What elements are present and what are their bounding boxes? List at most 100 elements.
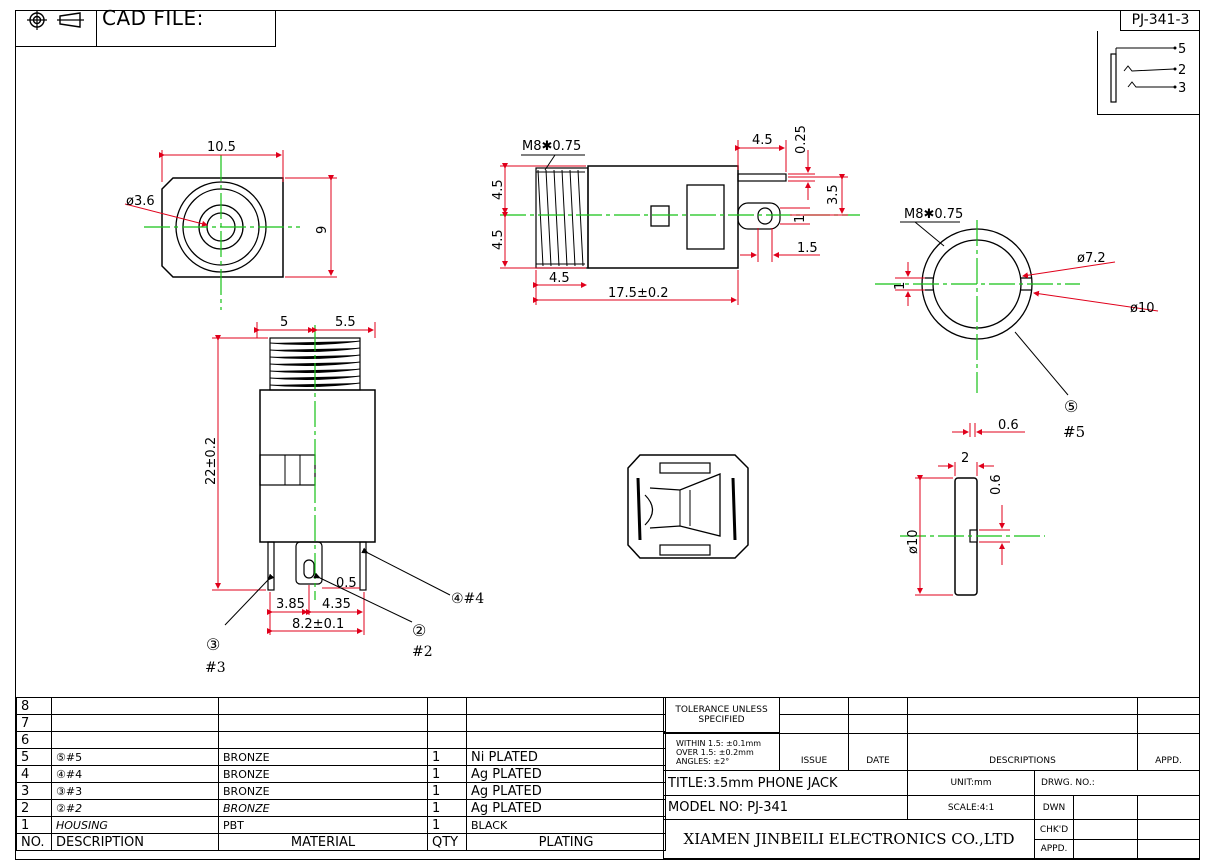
bom-qty: 1 — [427, 748, 467, 766]
dim-top-pin-right: 4.35 — [322, 597, 351, 612]
bom-no: 7 — [16, 714, 52, 732]
bom-plat: Ag PLATED — [466, 765, 666, 783]
dim-top-pin-left: 3.85 — [276, 597, 305, 612]
bom-no: 8 — [16, 697, 52, 715]
callout-5-label: #5 — [1063, 423, 1085, 441]
washer-view: 2 0.6 ø10 — [900, 451, 1045, 596]
side-view: 4.5 4.5 4.5 17.5±0.2 M8✱0.75 4.5 0.25 3.… — [491, 125, 860, 305]
dim-side-tab: 4.5 — [752, 133, 773, 148]
tb-empty — [848, 714, 908, 734]
bom-mat: PBT — [218, 816, 428, 834]
callout-2-label: #2 — [412, 644, 433, 660]
bom-header-desc: DESCRIPTION — [51, 833, 219, 851]
dim-washer-notch: 0.6 — [989, 474, 1004, 495]
top-view: 5 5.5 22±0.2 3.85 4.35 8.2±0.1 0.5 ③ #3 … — [204, 315, 484, 676]
dim-washer-width: 2 — [961, 451, 969, 466]
bom-header-qty: QTY — [427, 833, 467, 851]
bom-plat: Ag PLATED — [466, 799, 666, 817]
date-header: DATE — [848, 733, 908, 771]
part-number-box: PJ-341-3 — [1120, 11, 1200, 31]
pin-5-label: 5 — [1178, 42, 1186, 57]
dim-side-pin: 1.5 — [797, 241, 818, 256]
callout-3-label: #3 — [205, 660, 226, 676]
front-view: 10.5 9 ø3.6 — [124, 140, 337, 310]
bom-mat — [218, 731, 428, 749]
tb-empty — [1137, 697, 1200, 715]
dim-side-upper: 4.5 — [491, 179, 506, 200]
bom-plat: Ag PLATED — [466, 782, 666, 800]
appd-header: APPD. — [1137, 733, 1200, 771]
callout-5-circle: ⑤ — [1064, 397, 1078, 416]
tb-empty — [1073, 839, 1138, 859]
jack-schematic-icon: 5 2 3 — [1110, 42, 1186, 103]
pin-2-label: 2 — [1178, 63, 1186, 78]
tb-empty — [1073, 795, 1138, 820]
dim-top-pin-thk: 0.5 — [336, 576, 357, 591]
tolerance-within: WITHIN 1.5: ±0.1mm — [676, 738, 762, 748]
bom-mat: BRONZE — [218, 748, 428, 766]
dim-ring-thk: 0.6 — [998, 418, 1019, 433]
bom-qty — [427, 697, 467, 715]
unit-label: UNIT:mm — [907, 770, 1035, 796]
dim-side-slot: 1 — [793, 215, 808, 223]
tolerance-angles: ANGLES: ±2° — [676, 756, 730, 766]
bom-qty — [427, 714, 467, 732]
drawing-title: TITLE:3.5mm PHONE JACK — [663, 770, 908, 796]
bom-no: 1 — [16, 816, 52, 834]
bom-header-plat: PLATING — [466, 833, 666, 851]
bom-desc: ④#4 — [51, 765, 219, 783]
bom-mat: BRONZE — [218, 799, 428, 817]
table-row: 7 — [16, 714, 666, 732]
dim-side-tab-thk: 0.25 — [794, 125, 809, 154]
tb-empty — [907, 714, 1138, 734]
chkd-label: CHK'D — [1034, 819, 1074, 840]
bom-mat: BRONZE — [218, 765, 428, 783]
pin-3-label: 3 — [1178, 81, 1186, 96]
tb-empty — [1137, 819, 1200, 840]
cad-file-box — [16, 11, 276, 47]
tb-empty — [848, 697, 908, 715]
tolerance-label: TOLERANCE UNLESS SPECIFIED — [663, 697, 780, 733]
tb-empty — [1137, 839, 1200, 859]
company-name: XIAMEN JINBEILI ELECTRONICS CO.,LTD — [663, 819, 1035, 859]
bom-qty: 1 — [427, 782, 467, 800]
bom-desc — [51, 714, 219, 732]
tb-empty — [907, 697, 1138, 715]
dim-front-height: 9 — [315, 226, 330, 234]
bom-desc — [51, 731, 219, 749]
dim-side-total: 17.5±0.2 — [608, 286, 669, 301]
cad-file-label: CAD FILE: — [102, 6, 204, 30]
dim-top-height: 22±0.2 — [204, 437, 219, 485]
dim-top-right: 5.5 — [335, 315, 356, 330]
bom-desc: ⑤#5 — [51, 748, 219, 766]
tb-empty — [1137, 714, 1200, 734]
issue-header: ISSUE — [779, 733, 849, 771]
bom-qty: 1 — [427, 799, 467, 817]
bom-no: 4 — [16, 765, 52, 783]
callout-4: ④#4 — [451, 591, 484, 607]
dim-side-height: 3.5 — [826, 184, 841, 205]
bom-plat: Ni PLATED — [466, 748, 666, 766]
bom-no: 3 — [16, 782, 52, 800]
appd2-label: APPD. — [1034, 839, 1074, 859]
bom-no: 5 — [16, 748, 52, 766]
bom-plat — [466, 731, 666, 749]
cutaway-view — [627, 454, 749, 559]
bom-qty: 1 — [427, 816, 467, 834]
dim-ring-thread: M8✱0.75 — [904, 207, 963, 222]
bom-plat — [466, 697, 666, 715]
callout-2-circle: ② — [412, 621, 426, 640]
bom-desc: ③#3 — [51, 782, 219, 800]
tb-empty — [1073, 819, 1138, 840]
bom-qty: 1 — [427, 765, 467, 783]
dim-ring-inner: ø7.2 — [1077, 251, 1106, 266]
drawing-frame — [15, 10, 1200, 860]
table-row: 8 — [16, 697, 666, 715]
descriptions-header: DESCRIPTIONS — [907, 733, 1138, 771]
dim-front-hole: ø3.6 — [126, 194, 155, 209]
